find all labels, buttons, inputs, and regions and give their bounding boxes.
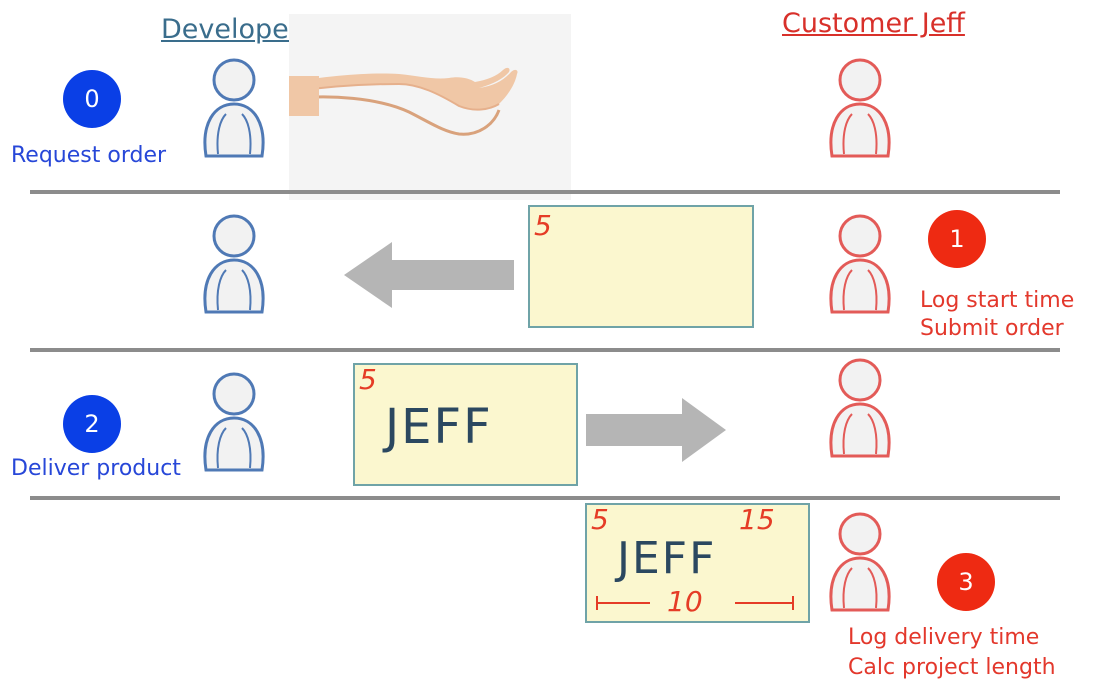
duration-line: [596, 596, 794, 610]
customer-person-icon: [829, 214, 891, 314]
customer-person-icon: [829, 512, 891, 612]
step-0-badge: 0: [63, 70, 121, 128]
step-1-line2: Submit order: [920, 316, 1064, 341]
final-end-time: 15: [739, 503, 775, 536]
order-start-time: 5: [534, 209, 552, 242]
step-2-label: Deliver product: [11, 456, 181, 481]
developer-person-icon: [203, 214, 265, 314]
final-note: 5 15 JEFF 10: [585, 503, 810, 623]
developer-person-icon: [203, 372, 265, 472]
customer-person-icon: [829, 58, 891, 158]
open-hand-image: [288, 14, 571, 200]
left-arrow-icon: [344, 242, 514, 308]
customer-title: Customer Jeff: [782, 8, 965, 39]
order-note: 5: [528, 205, 754, 328]
customer-person-icon: [829, 358, 891, 458]
step-1-badge: 1: [928, 210, 986, 268]
separator-3: [30, 496, 1060, 500]
developer-person-icon: [203, 58, 265, 158]
developer-title: Developer: [161, 14, 300, 45]
step-1-line1: Log start time: [920, 288, 1075, 313]
delivery-name: JEFF: [385, 399, 493, 455]
separator-1: [30, 190, 1060, 194]
step-2-badge: 2: [63, 395, 121, 453]
step-3-line2: Calc project length: [848, 655, 1056, 680]
step-3-badge: 3: [937, 553, 995, 611]
final-length: 10: [667, 585, 703, 618]
step-0-label: Request order: [11, 143, 167, 168]
separator-2: [30, 348, 1060, 352]
final-start-time: 5: [591, 503, 609, 536]
right-arrow-icon: [586, 398, 726, 462]
delivery-note: 5 JEFF: [353, 363, 578, 486]
delivery-start-time: 5: [359, 363, 377, 396]
step-3-line1: Log delivery time: [848, 625, 1040, 650]
final-name: JEFF: [617, 533, 717, 584]
